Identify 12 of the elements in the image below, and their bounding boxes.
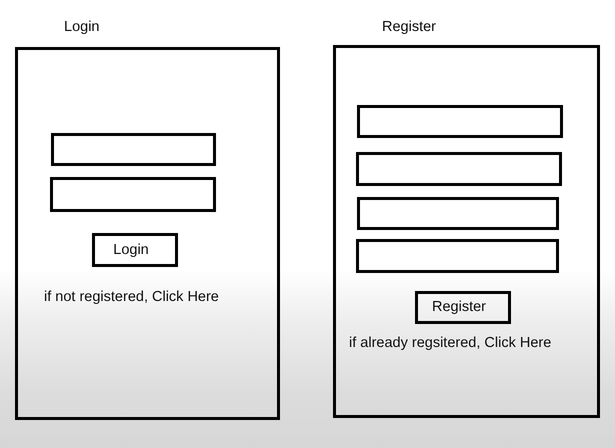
prompt-text: if already regsitered, Click Here <box>349 335 552 352</box>
input-field <box>357 105 563 138</box>
button: Login <box>92 233 178 267</box>
screen-title: Login <box>64 19 100 36</box>
input-field <box>356 152 562 186</box>
input-field <box>357 197 559 230</box>
input-field <box>51 133 216 166</box>
prompt-text: if not registered, Click Here <box>44 289 219 306</box>
screen-title: Register <box>382 19 436 36</box>
input-field <box>356 239 559 273</box>
button: Register <box>415 291 511 324</box>
input-field <box>50 177 216 212</box>
